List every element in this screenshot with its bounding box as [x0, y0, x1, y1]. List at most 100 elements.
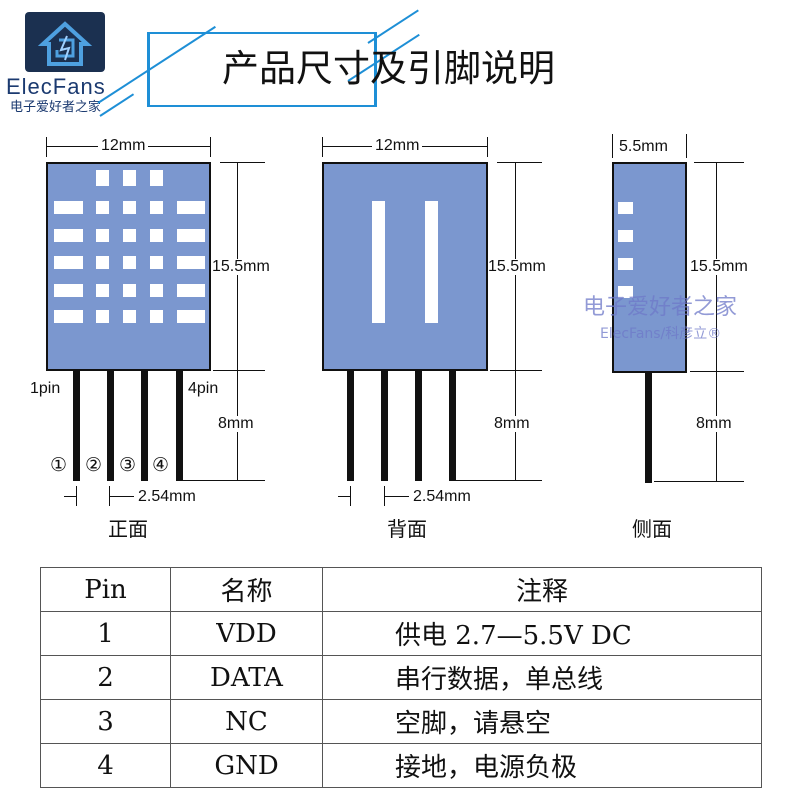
front-vent — [177, 229, 205, 242]
front-vent — [96, 170, 109, 186]
dim-line — [716, 162, 717, 481]
header-name: 名称 — [170, 567, 323, 612]
back-view-label: 背面 — [387, 517, 427, 541]
header-note: 注释 — [322, 567, 762, 612]
front-vent — [123, 170, 136, 186]
front-vent — [177, 201, 205, 214]
front-vent — [150, 284, 163, 297]
dim-tick — [686, 134, 687, 158]
pin4-label: 4pin — [188, 380, 219, 397]
front-vent — [177, 256, 205, 269]
side-view-label: 侧面 — [632, 517, 672, 541]
front-vent — [150, 229, 163, 242]
side-width-label: 5.5mm — [619, 138, 668, 155]
dim-tick — [109, 486, 110, 506]
front-vent — [54, 229, 83, 242]
front-width-label: 12mm — [98, 138, 149, 154]
dim-tick — [487, 137, 488, 157]
dim-arrow — [110, 496, 134, 497]
cell-name: VDD — [170, 611, 323, 656]
dim-tick — [46, 137, 47, 157]
dim-tick — [612, 134, 613, 158]
front-vent — [177, 310, 205, 323]
back-pin — [381, 370, 388, 481]
side-vent — [618, 230, 633, 242]
side-pin-length-label: 8mm — [696, 415, 732, 432]
front-vent — [150, 256, 163, 269]
front-vent — [123, 201, 136, 214]
cell-pin: 3 — [40, 699, 171, 744]
front-vent — [123, 310, 136, 323]
pin-2 — [107, 370, 114, 481]
front-vent — [123, 229, 136, 242]
front-body — [46, 162, 211, 371]
logo — [25, 12, 105, 72]
back-pin — [347, 370, 354, 481]
cell-name: GND — [170, 743, 323, 788]
cell-pin: 4 — [40, 743, 171, 788]
dim-arrow — [338, 496, 350, 497]
front-vent — [54, 256, 83, 269]
front-vent — [54, 201, 83, 214]
pin-number-3: ③ — [119, 454, 137, 476]
back-slot — [372, 201, 385, 323]
cell-pin: 1 — [40, 611, 171, 656]
dim-tick — [497, 162, 542, 163]
front-vent — [96, 310, 109, 323]
back-pin — [415, 370, 422, 481]
cell-name: NC — [170, 699, 323, 744]
front-vent — [123, 284, 136, 297]
side-vent — [618, 286, 633, 298]
back-slot — [425, 201, 438, 323]
pin-4 — [176, 370, 183, 481]
dim-tick — [183, 480, 265, 481]
front-pitch-label: 2.54mm — [138, 488, 196, 505]
front-vent — [177, 284, 205, 297]
pin-number-1: ① — [50, 454, 68, 476]
dim-tick — [384, 486, 385, 506]
dim-arrow — [385, 496, 409, 497]
pin-1 — [73, 370, 80, 481]
dim-tick — [76, 486, 77, 506]
dim-tick — [694, 162, 744, 163]
side-body — [612, 162, 687, 373]
front-view-label: 正面 — [108, 517, 148, 541]
dim-line — [515, 162, 516, 480]
back-pin — [449, 370, 456, 481]
front-vent — [96, 256, 109, 269]
front-vent — [150, 201, 163, 214]
front-pin-length-label: 8mm — [218, 415, 254, 432]
side-pin — [645, 372, 652, 483]
front-height-label: 15.5mm — [212, 258, 270, 275]
logo-subtitle: 电子爱好者之家 — [10, 100, 102, 115]
dim-tick — [210, 137, 211, 157]
back-width-label: 12mm — [372, 138, 423, 154]
back-pitch-label: 2.54mm — [413, 488, 471, 505]
dim-arrow — [64, 496, 76, 497]
cell-note: 供电 2.7—5.5V DC — [322, 611, 762, 656]
front-vent — [96, 201, 109, 214]
front-vent — [150, 170, 163, 186]
side-vent — [618, 202, 633, 214]
watermark-line2: ElecFans/科彦立® — [600, 326, 722, 342]
dim-line — [237, 162, 238, 480]
front-vent — [54, 284, 83, 297]
dim-tick — [490, 370, 542, 371]
cell-name: DATA — [170, 655, 323, 700]
front-vent — [96, 284, 109, 297]
back-pin-length-label: 8mm — [494, 415, 530, 432]
pin-number-4: ④ — [152, 454, 170, 476]
side-vent — [618, 258, 633, 270]
dim-tick — [654, 481, 744, 482]
watermark-line1: 电子爱好者之家 — [583, 295, 738, 320]
cell-note: 空脚，请悬空 — [322, 699, 762, 744]
dim-tick — [456, 480, 542, 481]
page-title: 产品尺寸及引脚说明 — [222, 47, 555, 90]
header-pin: Pin — [40, 567, 171, 612]
pin1-label: 1pin — [30, 380, 61, 397]
front-vent — [123, 256, 136, 269]
